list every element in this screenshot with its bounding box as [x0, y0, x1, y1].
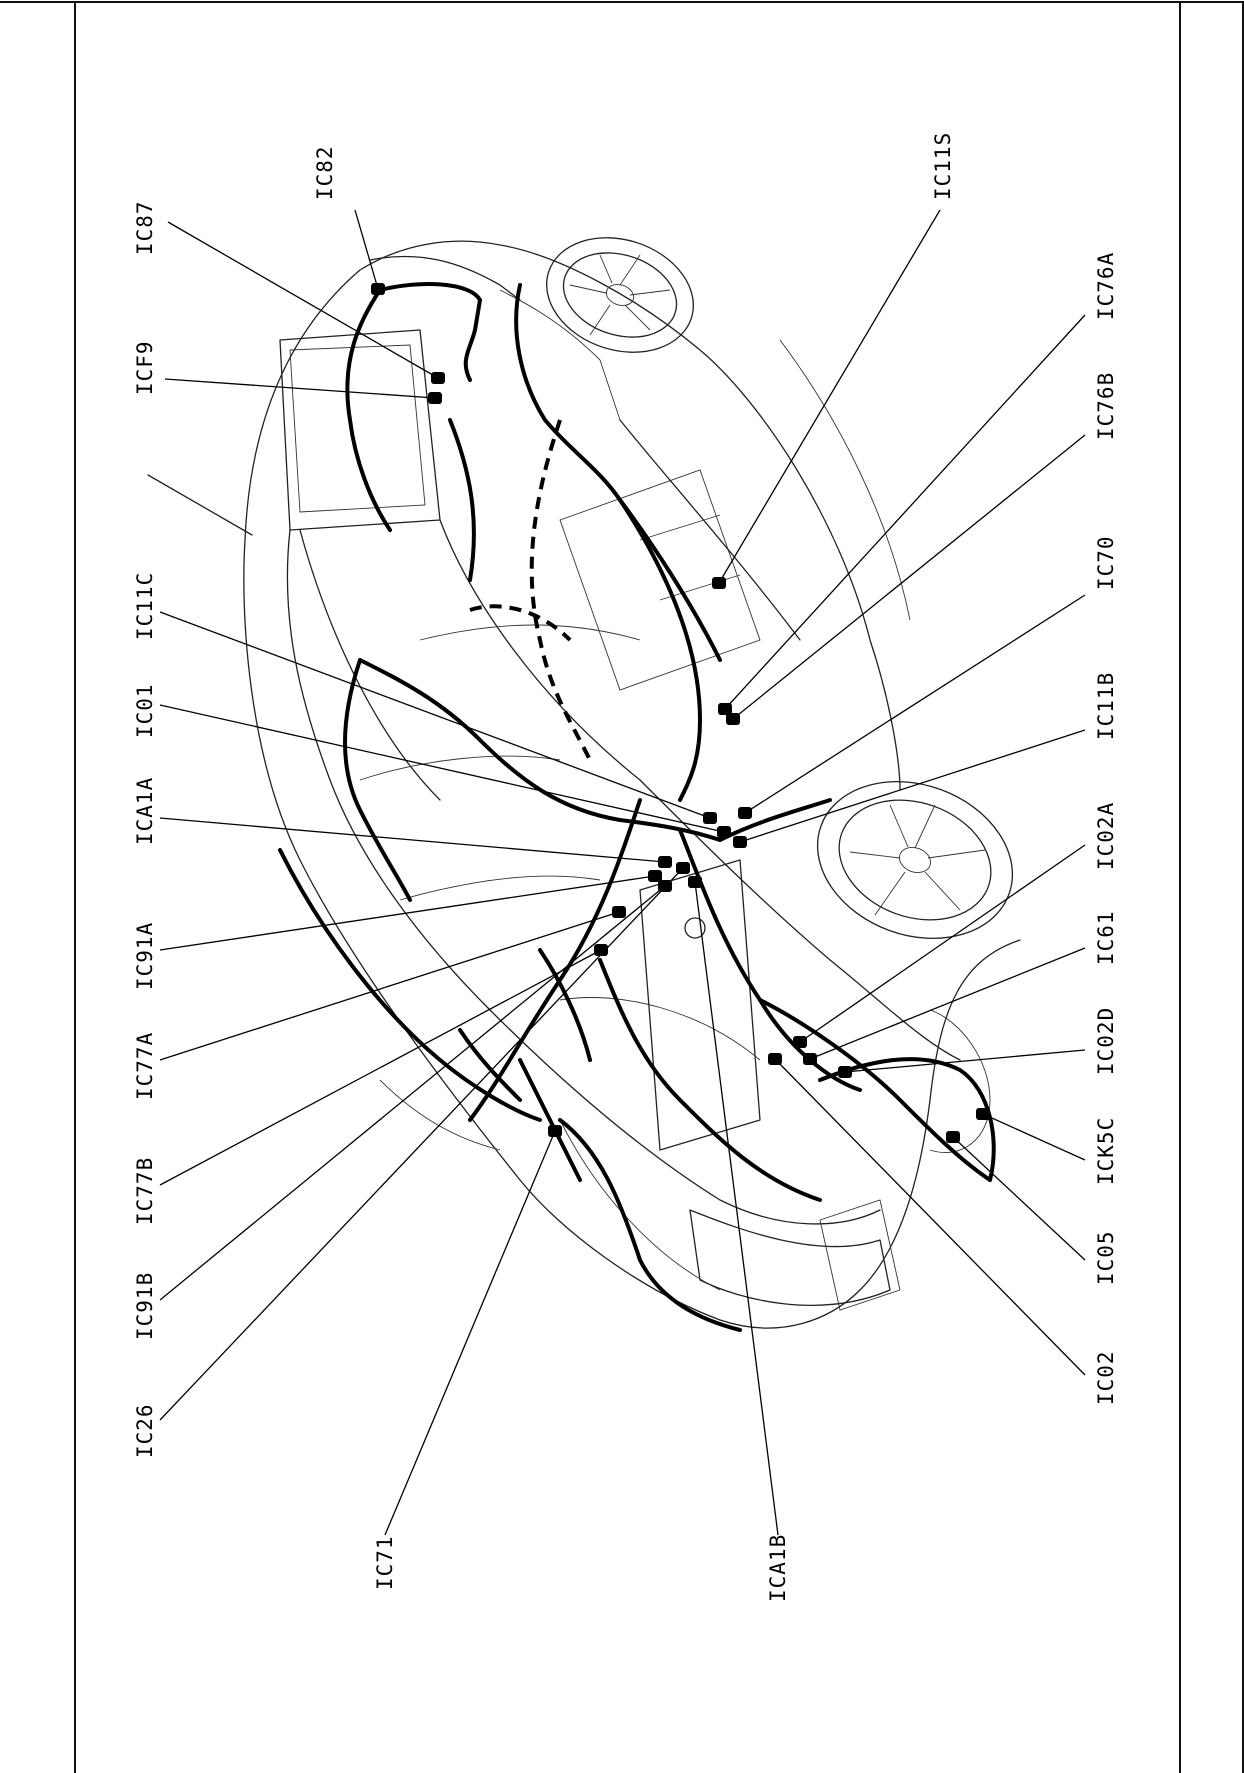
label-ic77b: IC77B [133, 1157, 157, 1225]
label-ic76a: IC76A [1094, 252, 1118, 320]
label-ic91a: IC91A [133, 922, 157, 990]
label-ic87: IC87 [133, 200, 157, 255]
label-ic05: IC05 [1094, 1230, 1118, 1285]
ground-point [684, 917, 706, 939]
label-ic02d: IC02D [1094, 1007, 1118, 1075]
label-ic61: IC61 [1094, 910, 1118, 965]
label-ic11c: IC11C [133, 572, 157, 640]
label-ick5c: ICK5C [1094, 1117, 1118, 1185]
front-wheel [816, 781, 1014, 939]
label-ic76b: IC76B [1094, 372, 1118, 440]
rear-wheel [546, 237, 694, 353]
label-ic02: IC02 [1094, 1350, 1118, 1405]
wiring-harness [278, 282, 996, 1332]
label-ic77a: IC77A [133, 1032, 157, 1100]
label-ica1b: ICA1B [766, 1534, 790, 1602]
callout-labels: IC82 IC87 ICF9 IC11C IC01 ICA1A IC91A IC… [133, 132, 1118, 1602]
label-ic26: IC26 [133, 1403, 157, 1458]
label-icf9: ICF9 [133, 340, 157, 395]
antenna [147, 474, 253, 536]
leader-lines [159, 209, 1086, 1536]
label-ic01: IC01 [133, 683, 157, 738]
label-ic82: IC82 [313, 145, 337, 200]
label-ica1a: ICA1A [133, 777, 157, 845]
label-ic71: IC71 [373, 1535, 397, 1590]
label-ic02a: IC02A [1094, 802, 1118, 870]
car-body-outline [243, 240, 1021, 1329]
label-ic70: IC70 [1094, 535, 1118, 590]
label-ic11b: IC11B [1094, 672, 1118, 740]
label-ic91b: IC91B [133, 1272, 157, 1340]
label-ic11s: IC11S [931, 132, 955, 200]
